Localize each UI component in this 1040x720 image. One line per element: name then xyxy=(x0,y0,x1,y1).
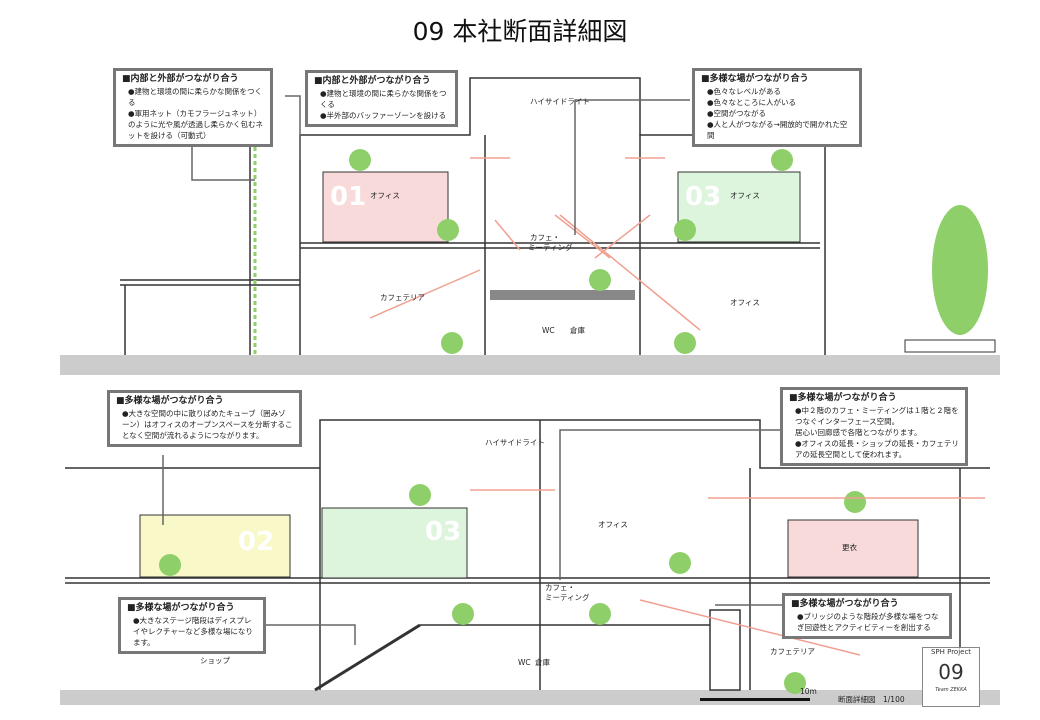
label: ●建物と環境の間に柔らかな関係をつくる xyxy=(128,87,263,107)
label: カフェテリア xyxy=(770,647,815,656)
label: オフィス xyxy=(730,298,760,307)
drawing-line xyxy=(299,135,820,355)
drawing-line xyxy=(709,609,741,691)
label: ■内部と外部がつながり合う xyxy=(122,74,239,84)
drawing-line xyxy=(60,77,1000,705)
zone-01 xyxy=(322,171,449,243)
label: ●人と人がつながる→開放的で開かれた空間 xyxy=(707,120,848,140)
label: ●軍用ネット（カモフラージュネット）のように光や風が透過し柔らかく包むネットを設… xyxy=(128,109,263,140)
label: ●半外部のバッファーゾーンを設ける xyxy=(320,111,447,120)
drawing-line xyxy=(162,95,785,645)
project-name: SPH Project xyxy=(930,648,972,656)
label: ショップ xyxy=(200,656,230,665)
label: ●オフィスの延長・ショップの延長・カフェテリアの延長空間として使われます。 xyxy=(795,439,959,459)
label: ●色々なレベルがある xyxy=(707,87,782,96)
drawing-line xyxy=(120,140,300,355)
label: ミーティング xyxy=(545,592,590,602)
label: ●大きな空間の中に散りばめたキューブ（囲みゾーン）はオフィスのオープンスペースを… xyxy=(122,409,293,440)
trees xyxy=(159,149,988,694)
drawing-line xyxy=(369,157,985,656)
label: ハイサイドライト xyxy=(485,438,545,447)
label: 倉庫 xyxy=(570,325,585,335)
note-3: ■多様な場がつながり合う ●色々なレベルがある ●色々なところに人がいる ●空間が… xyxy=(692,68,862,147)
label: 03 xyxy=(685,182,721,212)
drawing-line xyxy=(452,603,474,625)
label: 倉庫 xyxy=(535,657,550,667)
flow-arrows xyxy=(369,157,985,656)
note-4: ■多様な場がつながり合う ●大きな空間の中に散りばめたキューブ（囲みゾーン）はオ… xyxy=(107,390,302,447)
drawing-line xyxy=(314,623,421,692)
note-1: ■内部と外部がつながり合う ●建物と環境の間に柔らかな関係をつくる●軍用ネット（… xyxy=(113,68,273,147)
label: ●ブリッジのような階段が多様な場をつなぎ回遊性とアクティビティーを創出する xyxy=(797,612,939,632)
scale-bar xyxy=(700,698,810,701)
label: 02 xyxy=(238,527,274,557)
label: ●建物と環境の間に柔らかな関係をつくる xyxy=(320,89,447,109)
drawing-line xyxy=(441,332,463,354)
drawing-line xyxy=(159,554,181,576)
label: ■多様な場がつながり合う xyxy=(789,393,897,403)
label: WC xyxy=(518,658,531,667)
drawing-line xyxy=(932,205,988,335)
label: ハイサイドライト xyxy=(530,97,590,106)
label: 10m xyxy=(800,687,817,696)
project-stamp: SPH Project 09 Team ZEKKA xyxy=(922,647,980,707)
sheet-number: 09 xyxy=(938,660,964,684)
drawing-line xyxy=(844,491,866,513)
drawing-line xyxy=(65,419,990,690)
zone-locker xyxy=(787,519,919,578)
label: ●中２階のカフェ・ミーティングは１階と２階をつなぐインターフェース空間。 xyxy=(795,406,959,426)
label: カフェテリア xyxy=(380,293,425,302)
drawing-line xyxy=(589,269,611,291)
label: オフィス xyxy=(730,191,760,200)
drawing-line xyxy=(437,219,459,241)
drawing-line xyxy=(490,290,635,300)
drawing-line xyxy=(349,149,371,171)
label: ■多様な場がつながり合う xyxy=(701,74,809,84)
drawing-line xyxy=(409,484,431,506)
label: カフェ・ xyxy=(530,233,560,242)
drawing-line xyxy=(784,672,806,694)
label: ミーティング xyxy=(528,242,573,252)
note-7: ■多様な場がつながり合う ●ブリッジのような階段が多様な場をつなぎ回遊性とアクテ… xyxy=(782,593,952,639)
label: 居心い回廊感で各階とつながります。 xyxy=(795,428,922,437)
label: WC xyxy=(542,326,555,335)
label: ●空間がつながる xyxy=(707,109,767,118)
label: ■多様な場がつながり合う xyxy=(127,603,235,613)
label: ■内部と外部がつながり合う xyxy=(314,76,431,86)
leader-lines xyxy=(162,95,785,645)
note-5: ■多様な場がつながり合う ●中２階のカフェ・ミーティングは１階と２階をつなぐイン… xyxy=(780,387,968,466)
drawing-line xyxy=(589,603,611,625)
car xyxy=(904,339,996,353)
page-title: 09 本社断面詳細図 xyxy=(412,17,628,46)
label: オフィス xyxy=(370,191,400,200)
drawing-line xyxy=(669,552,691,574)
label: ■多様な場がつながり合う xyxy=(116,396,224,406)
ground-upper xyxy=(60,355,1000,375)
label: カフェ・ xyxy=(545,583,575,592)
note-2: ■内部と外部がつながり合う ●建物と環境の間に柔らかな関係をつくる ●半外部のバッ… xyxy=(305,70,458,127)
team-name: Team ZEKKA xyxy=(935,687,967,693)
label: ●大きなステージ階段はディスプレイやレクチャーなど多様な場になります。 xyxy=(133,616,253,647)
zone-03-lower xyxy=(321,507,468,579)
drawing-line xyxy=(674,219,696,241)
zone-03-upper xyxy=(677,171,801,243)
label: 01 xyxy=(330,182,366,212)
ground-lower xyxy=(60,690,1000,705)
drawing-line xyxy=(674,332,696,354)
label: オフィス xyxy=(598,520,628,529)
label: 断面詳細図 1/100 xyxy=(838,694,905,704)
label: 03 xyxy=(425,517,461,547)
note-6: ■多様な場がつながり合う ●大きなステージ階段はディスプレイやレクチャーなど多様… xyxy=(118,597,266,654)
label: ●色々なところに人がいる xyxy=(707,98,797,107)
label: ■多様な場がつながり合う xyxy=(791,599,899,609)
drawing-line xyxy=(771,149,793,171)
label: 更衣 xyxy=(842,542,857,552)
